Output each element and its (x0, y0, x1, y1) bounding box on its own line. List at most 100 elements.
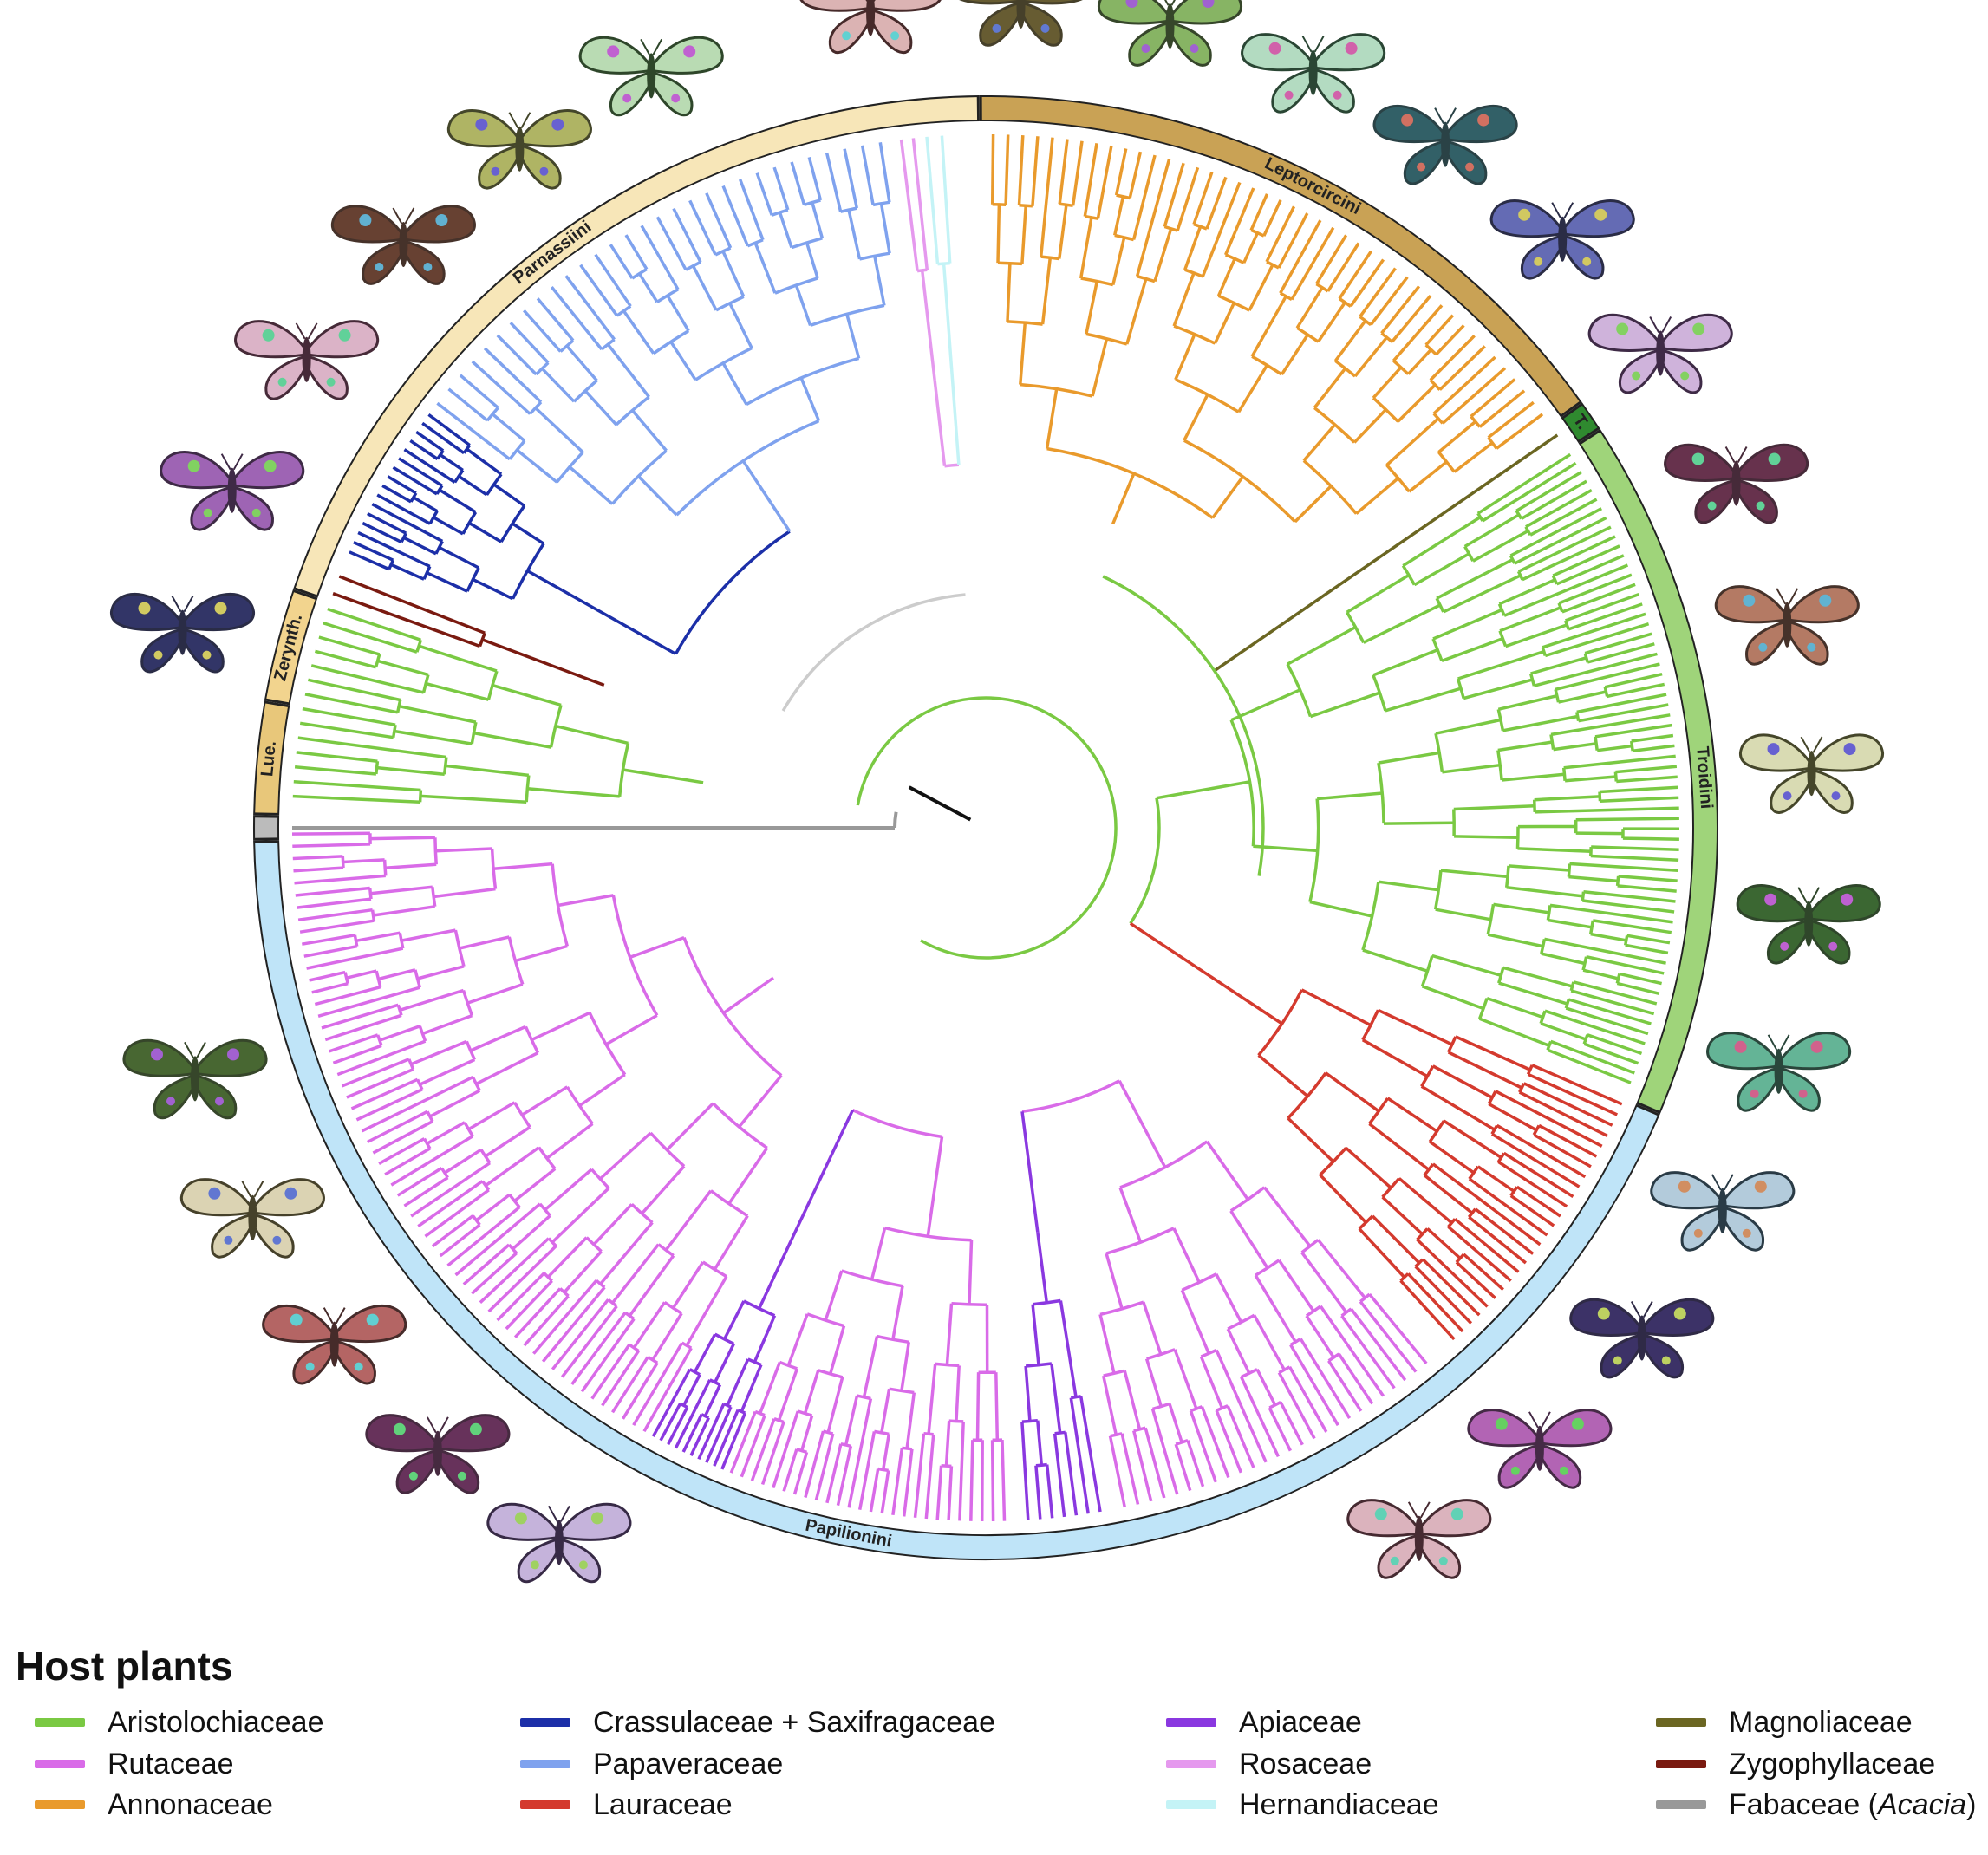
internal-branch (471, 1026, 526, 1051)
internal-branch (474, 733, 551, 748)
tip-branch (302, 935, 355, 944)
internal-branch (673, 1262, 702, 1308)
tip-branch (318, 987, 420, 1016)
legend-label: Magnoliaceae (1729, 1706, 1913, 1740)
internal-branch (875, 256, 884, 305)
tip-branch (937, 1466, 941, 1520)
legend-label: Annonaceae (108, 1788, 273, 1822)
internal-branch (1007, 264, 1010, 322)
tribe-ring-outline (980, 108, 1572, 410)
internal-branch (1052, 1364, 1060, 1433)
internal-branch (1542, 954, 1585, 963)
internal-branch (1259, 1055, 1308, 1096)
internal-branch (1170, 1404, 1182, 1442)
legend-label: Fabaceae (Acacia) (1729, 1788, 1976, 1822)
tip-branch (391, 1136, 473, 1185)
tip-branch (1130, 152, 1140, 198)
internal-branch (998, 205, 999, 263)
internal-branch (531, 1012, 590, 1039)
internal-branch (1500, 608, 1561, 631)
tip-branch (757, 173, 772, 216)
tip-branch (1550, 905, 1673, 922)
tip-branch (473, 361, 531, 413)
butterfly-icon (1589, 315, 1731, 393)
tip-branch (1328, 244, 1359, 291)
internal-branch (1455, 443, 1493, 472)
tip-branch (1570, 864, 1678, 871)
tip-branch (960, 1422, 963, 1521)
internal-branch (1364, 605, 1440, 642)
internal-branch (473, 579, 512, 598)
internal-branch (1409, 462, 1446, 491)
internal-branch (1295, 486, 1332, 522)
internal-branch (1060, 1301, 1076, 1397)
internal-branch (377, 768, 445, 775)
internal-branch (1379, 752, 1439, 763)
internal-branch (1548, 921, 1592, 928)
internal-branch (385, 864, 436, 868)
tip-branch (893, 1448, 903, 1515)
tip-branch (312, 984, 348, 993)
tip-branch (551, 287, 602, 349)
tip-branch (352, 1079, 418, 1109)
tip-branch (1073, 141, 1082, 206)
internal-branch (928, 1180, 935, 1237)
backbone-branch (935, 380, 944, 465)
tip-branch (1576, 818, 1679, 820)
root-arc (857, 698, 1116, 958)
backbone-arc (945, 465, 959, 466)
internal-branch (1317, 793, 1382, 799)
tip-branch (1047, 1465, 1053, 1519)
legend-label: Zygophyllaceae (1729, 1748, 1935, 1781)
internal-branch (1449, 1052, 1522, 1088)
internal-branch (1086, 282, 1097, 335)
internal-branch (1498, 742, 1553, 751)
internal-branch (1346, 1148, 1392, 1188)
internal-branch (944, 264, 952, 369)
tip-branch (1279, 213, 1307, 268)
internal-branch (634, 1302, 664, 1347)
internal-branch (440, 548, 479, 568)
internal-branch (1287, 628, 1356, 665)
internal-branch (1414, 554, 1469, 585)
tip-branch (1457, 1262, 1496, 1298)
butterfly-icon (1665, 445, 1808, 523)
internal-branch (343, 860, 385, 862)
internal-branch (556, 726, 629, 744)
internal-branch (864, 1337, 877, 1397)
tip-branch (1532, 1065, 1622, 1104)
internal-branch (1356, 478, 1398, 514)
internal-branch (922, 270, 935, 380)
tip-branch (661, 1403, 681, 1441)
internal-branch (872, 1228, 885, 1279)
internal-branch (440, 490, 476, 512)
internal-branch (1224, 986, 1282, 1024)
internal-branch (1498, 696, 1557, 710)
internal-branch (760, 1363, 780, 1414)
tip-branch (293, 856, 343, 859)
butterfly-icon (1348, 1500, 1490, 1578)
butterfly-icon (1098, 0, 1241, 65)
internal-branch (1100, 1314, 1114, 1373)
internal-branch (978, 1372, 979, 1440)
tip-branch (1627, 935, 1670, 942)
backbone-branch (1119, 1081, 1136, 1111)
butterfly-icon (161, 452, 303, 530)
internal-branch (1355, 337, 1387, 376)
internal-branch (522, 1087, 567, 1115)
internal-branch (1507, 888, 1583, 896)
tip-branch (863, 146, 874, 205)
tip-branch (792, 162, 804, 205)
tip-branch (1626, 945, 1668, 953)
backbone-branch (1131, 923, 1224, 986)
internal-branch (1155, 229, 1171, 282)
tip-branch (773, 1411, 798, 1488)
internal-branch (743, 461, 771, 503)
tip-branch (1623, 838, 1679, 839)
internal-branch (600, 1133, 650, 1179)
internal-branch (724, 978, 774, 1013)
internal-branch (1463, 680, 1532, 699)
tip-branch (1471, 380, 1515, 417)
tip-branch (916, 1434, 924, 1518)
internal-branch (694, 1334, 714, 1372)
